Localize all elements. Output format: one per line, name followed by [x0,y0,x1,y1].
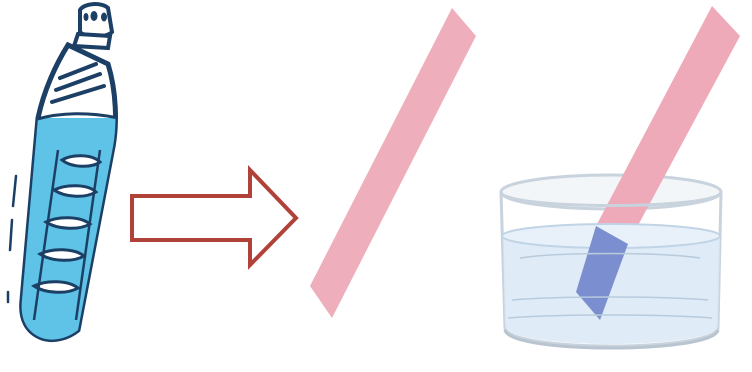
arrow-right-icon [132,170,296,265]
bottle-water [0,118,140,358]
strip-pink-part [596,6,740,244]
strip-in-beaker [501,6,740,348]
litmus-strip [310,8,476,318]
water-bottle [0,4,140,358]
